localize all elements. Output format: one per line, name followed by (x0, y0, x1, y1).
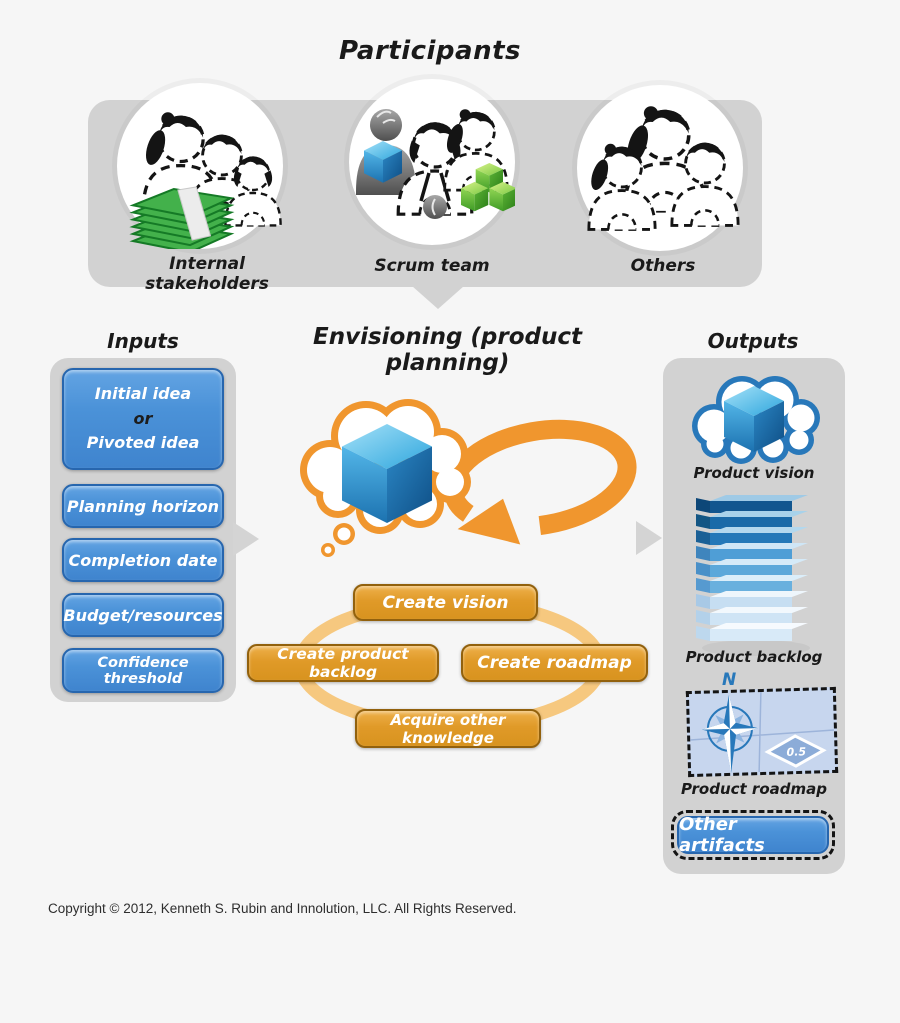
scrum-team-illustration (356, 109, 517, 219)
activity-node-create-product-backlog: Create product backlog (247, 644, 439, 682)
group-label-others: Others (630, 256, 696, 276)
artifact-label-product-backlog: Product backlog (685, 648, 823, 666)
other-artifacts-node: Other artifacts (671, 810, 835, 860)
group-label-internal-stakeholders: Internal stakeholders (145, 254, 269, 294)
roadmap-map-detail: 0.5 (690, 691, 835, 773)
inputs-title: Inputs (107, 329, 179, 353)
participant-circle-others (577, 85, 743, 251)
thought-cloud-icon (300, 399, 471, 557)
roadmap-map-icon: 0.5 (685, 686, 839, 778)
input-node-confidence-threshold: Confidence threshold (62, 648, 224, 693)
whistle-icon (423, 195, 447, 219)
product-owner-icon (370, 109, 402, 141)
activity-node-create-vision: Create vision (353, 584, 538, 621)
artifact-label-product-roadmap: Product roadmap (681, 780, 827, 798)
flow-right-arrow-inputs (233, 522, 259, 556)
participants-title: Participants (339, 36, 521, 66)
internal-stakeholders-illustration (131, 83, 282, 254)
whistle-detail (431, 198, 436, 216)
activity-node-create-roadmap: Create roadmap (461, 644, 648, 682)
other-artifacts-button: Other artifacts (677, 814, 829, 856)
input-node-budget-resources: Budget/resources (62, 593, 224, 637)
cloud-cube-icon (692, 376, 820, 464)
idea-line1: Initial idea (94, 383, 192, 403)
outputs-title: Outputs (707, 329, 799, 353)
flow-down-arrow (412, 286, 464, 309)
backlog-stack-icon (696, 495, 810, 656)
activity-node-acquire-other-knowledge: Acquire other knowledge (355, 709, 541, 748)
svg-text:N: N (722, 670, 736, 690)
participant-circle-scrum-team (349, 79, 517, 245)
group-label-scrum-team: Scrum team (374, 256, 490, 276)
idea-line2: or (133, 408, 153, 428)
copyright-text: Copyright © 2012, Kenneth S. Rubin and I… (48, 901, 517, 916)
artifact-label-product-vision: Product vision (693, 464, 815, 482)
input-node-initial-idea: Initial idea or Pivoted idea (62, 368, 224, 470)
envisioning-title: Envisioning (product planning) (312, 324, 583, 376)
idea-line3: Pivoted idea (86, 433, 200, 453)
svg-text:0.5: 0.5 (786, 745, 806, 759)
hair-highlight (376, 110, 396, 124)
compass-north-label: N (722, 670, 736, 690)
others-illustration (587, 85, 740, 231)
flow-right-arrow-outputs (636, 521, 662, 555)
milestone-diamond-icon: 0.5 (764, 734, 827, 768)
input-node-completion-date: Completion date (62, 538, 224, 582)
compass-rose-icon (701, 694, 758, 773)
participant-circle-internal-stakeholders (117, 83, 283, 254)
input-node-planning-horizon: Planning horizon (62, 484, 224, 528)
